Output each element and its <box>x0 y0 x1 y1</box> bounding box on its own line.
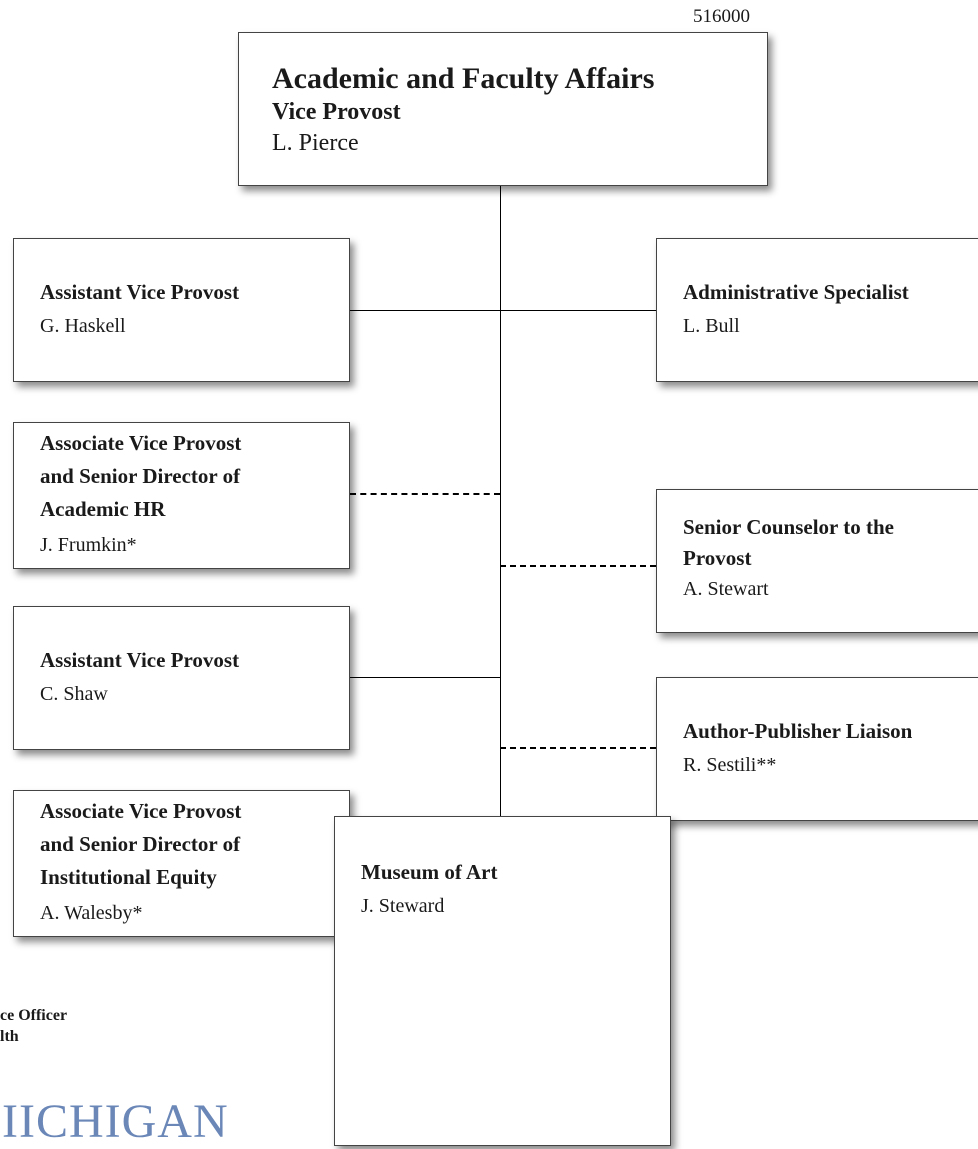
role-title: Vice Provost <box>272 99 401 125</box>
person-name: A. Walesby* <box>40 902 143 924</box>
main-trunk-line <box>500 186 501 816</box>
assistant-vice-provost-haskell-box: Assistant Vice Provost G. Haskell <box>13 238 350 382</box>
dotted-connector-sestili <box>500 747 656 749</box>
role-title-line: Academic HR <box>40 497 166 521</box>
role-title-line: and Senior Director of <box>40 832 241 856</box>
person-name: A. Stewart <box>683 578 769 600</box>
person-name: L. Bull <box>683 315 740 337</box>
dotted-connector-frumkin <box>350 493 500 495</box>
senior-counselor-box: Senior Counselor to the Provost A. Stewa… <box>656 489 978 633</box>
person-name: J. Steward <box>361 895 445 917</box>
role-title: Assistant Vice Provost <box>40 280 240 304</box>
unit-code: 516000 <box>693 6 750 27</box>
role-title-line: Provost <box>683 546 752 570</box>
role-title: Museum of Art <box>361 860 498 884</box>
person-name: R. Sestili** <box>683 754 777 776</box>
associate-vice-provost-institutional-equity-box: Associate Vice Provost and Senior Direct… <box>13 790 350 937</box>
person-name: J. Frumkin* <box>40 534 137 556</box>
associate-vice-provost-academic-hr-box: Associate Vice Provost and Senior Direct… <box>13 422 350 569</box>
author-publisher-liaison-box: Author-Publisher Liaison R. Sestili** <box>656 677 978 821</box>
footnote-line: ce Officer <box>0 1007 68 1024</box>
footnote-line: lth <box>0 1028 19 1045</box>
unit-title: Academic and Faculty Affairs <box>272 62 655 95</box>
dotted-connector-stewart <box>500 565 656 567</box>
role-title-line: and Senior Director of <box>40 464 241 488</box>
role-title-line: Senior Counselor to the <box>683 515 894 539</box>
person-name: C. Shaw <box>40 683 108 705</box>
connector-haskell-bull <box>350 310 656 311</box>
role-title-line: Associate Vice Provost <box>40 799 242 823</box>
administrative-specialist-box: Administrative Specialist L. Bull <box>656 238 978 382</box>
footnote-fragment: ce Officer lth <box>0 1005 67 1047</box>
museum-of-art-box: Museum of Art J. Steward <box>334 816 671 1146</box>
role-title: Author-Publisher Liaison <box>683 719 913 743</box>
role-title: Administrative Specialist <box>683 280 909 304</box>
university-logo-fragment: IICHIGAN <box>2 1095 229 1148</box>
role-title: Assistant Vice Provost <box>40 648 240 672</box>
role-title-line: Associate Vice Provost <box>40 431 242 455</box>
person-name: L. Pierce <box>272 130 359 156</box>
person-name: G. Haskell <box>40 315 126 337</box>
connector-shaw <box>350 677 500 678</box>
assistant-vice-provost-shaw-box: Assistant Vice Provost C. Shaw <box>13 606 350 750</box>
role-title-line: Institutional Equity <box>40 865 217 889</box>
vice-provost-box: Academic and Faculty Affairs Vice Provos… <box>238 32 768 186</box>
